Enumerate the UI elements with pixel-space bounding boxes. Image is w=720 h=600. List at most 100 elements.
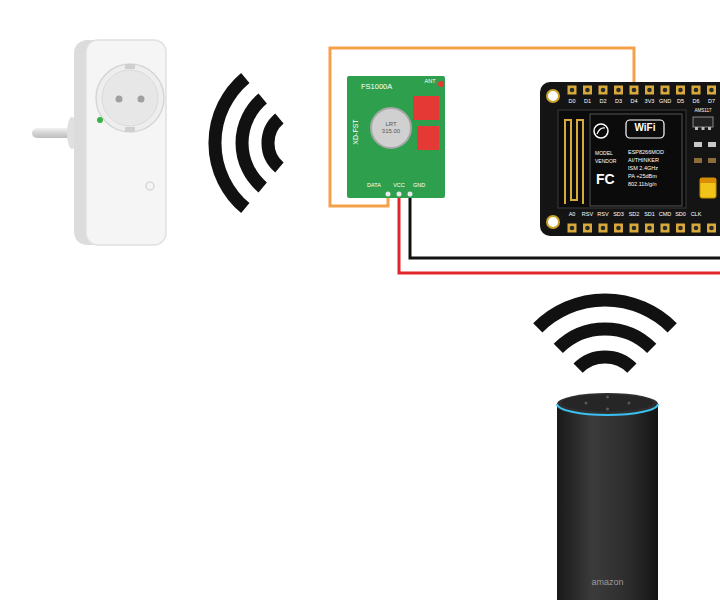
esp-board-art <box>694 158 702 163</box>
esp-board-art <box>708 142 716 147</box>
esp-board-art <box>547 90 559 102</box>
esp-board-art <box>676 224 685 233</box>
smart-speaker <box>557 393 658 600</box>
esp-board-art <box>645 224 654 233</box>
esp-board-art <box>693 117 713 127</box>
smart-plug <box>32 40 166 245</box>
rf-module-art <box>408 192 413 197</box>
fc-logo: FC <box>596 172 615 186</box>
smart-speaker <box>628 402 631 405</box>
rf-module-art <box>371 108 411 148</box>
esp-board-art <box>661 86 670 95</box>
module-marking: VENDOR <box>595 159 616 164</box>
esp-board-art <box>707 86 716 95</box>
pin-label: D6 <box>692 99 699 105</box>
pin-label: RSV <box>582 212 593 218</box>
esp-board-art <box>645 86 654 95</box>
esp-board-art <box>583 86 592 95</box>
module-marking: ESP8266MOD <box>628 150 664 156</box>
esp-board-art <box>700 178 716 198</box>
pin-label: A0 <box>569 212 576 218</box>
pin-label: SD0 <box>675 212 686 218</box>
pin-label: RSV <box>597 212 608 218</box>
esp-board-art <box>594 124 608 138</box>
smart-plug <box>116 96 123 103</box>
chip-marking: AMS117 <box>695 109 712 114</box>
module-marking: AI/THINKER <box>628 158 659 164</box>
pin-label: GND <box>413 183 425 189</box>
smart-plug <box>96 64 164 132</box>
rf-module-art <box>413 96 439 120</box>
esp-board-art <box>676 86 685 95</box>
smart-speaker <box>585 402 588 405</box>
smart-plug <box>146 182 154 190</box>
esp-board-art <box>707 224 716 233</box>
wifi-logo: WiFi <box>634 123 655 133</box>
esp-board-art <box>614 224 623 233</box>
wifi-signal <box>558 329 651 348</box>
rf-module-art <box>347 76 445 198</box>
esp-board-art <box>590 114 682 206</box>
esp-board-art <box>583 224 592 233</box>
pin-label: D3 <box>615 99 622 105</box>
rf-module-art <box>417 126 439 150</box>
smart-plug <box>86 40 166 245</box>
pin-label: SD1 <box>644 212 655 218</box>
smart-speaker <box>557 393 658 415</box>
smart-plug <box>138 96 145 103</box>
esp-board-art <box>547 216 559 228</box>
module-marking: MODEL <box>595 151 613 156</box>
radio-waves <box>215 78 279 208</box>
pin-label: D5 <box>677 99 684 105</box>
esp-board-art <box>695 127 698 130</box>
pin-label: D4 <box>630 99 637 105</box>
crystal-marking: LRT 315.00 <box>378 121 404 134</box>
smart-speaker <box>562 395 654 412</box>
pin-label: D0 <box>568 99 575 105</box>
esp-board-art <box>708 158 716 163</box>
esp-board-art <box>597 128 605 134</box>
smart-plug <box>125 127 135 132</box>
pin-label: D7 <box>708 99 715 105</box>
esp-board-art <box>565 120 583 204</box>
esp-board-art <box>568 86 577 95</box>
pin-label: DATA <box>367 183 381 189</box>
esp-board-art <box>630 224 639 233</box>
esp-board-art <box>626 120 664 138</box>
esp-board-art <box>708 127 711 130</box>
pin-label: CLK <box>691 212 702 218</box>
esp-board-art <box>540 82 720 236</box>
pin-label: D1 <box>584 99 591 105</box>
rf-transmitter-board: FS1000AANTXD-FSTLRT 315.00DATAVCCGND <box>347 76 445 198</box>
board-marking: XD-FST <box>352 119 359 144</box>
esp-board-art <box>558 110 686 208</box>
esp-board-art <box>599 224 608 233</box>
esp-board-art <box>599 86 608 95</box>
esp-board-art <box>630 86 639 95</box>
rf-module-art <box>347 76 445 198</box>
module-marking: 802.11b/g/n <box>628 182 657 188</box>
smart-plug <box>97 117 103 123</box>
esp-board-art <box>540 82 720 236</box>
pin-label: SD2 <box>629 212 640 218</box>
antenna-label: ANT <box>425 79 436 85</box>
module-marking: ISM 2.4GHz <box>628 166 658 172</box>
esp-board-art <box>692 86 701 95</box>
wifi-signal <box>538 300 672 368</box>
pin-label: 3V3 <box>645 99 655 105</box>
pin-label: SD3 <box>613 212 624 218</box>
esp-board-art <box>702 127 705 130</box>
esp-board-art <box>694 142 702 147</box>
esp-board-art <box>700 178 716 183</box>
pin-label: GND <box>659 99 671 105</box>
radio-waves <box>268 119 279 168</box>
module-name: FS1000A <box>361 83 392 91</box>
esp-board-art <box>568 224 577 233</box>
radio-waves <box>242 99 263 188</box>
brand-logo: amazon <box>591 578 623 587</box>
rf-module-art <box>386 192 391 197</box>
smart-speaker <box>606 396 609 399</box>
